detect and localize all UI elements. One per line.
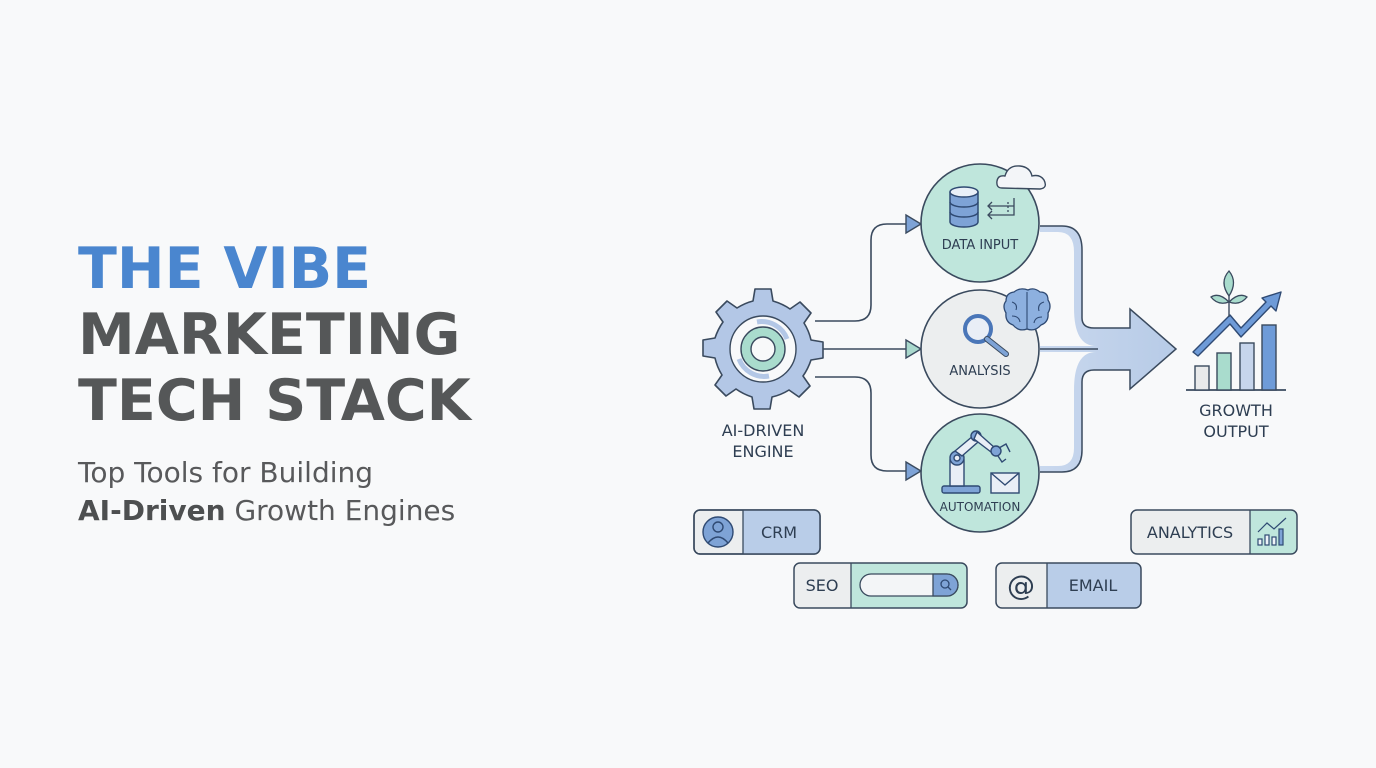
title-line-1: THE VIBE — [78, 236, 372, 302]
stage-label-analysis: ANALYSIS — [949, 364, 1010, 379]
magnifier-icon — [963, 314, 1009, 357]
title-line-3: TECH STACK — [78, 368, 471, 434]
tool-label-seo: SEO — [806, 576, 839, 595]
brain-icon — [1003, 288, 1051, 331]
tool-seo[interactable]: SEO — [793, 562, 968, 609]
subtitle: Top Tools for Building AI-Driven Growth … — [78, 454, 471, 530]
stage-label-automation: AUTOMATION — [940, 500, 1021, 514]
merge-flow-outline — [1040, 225, 1178, 473]
connector-to-automation — [815, 376, 908, 472]
output-label-line2: OUTPUT — [1203, 422, 1268, 441]
connector-to-data-input — [815, 223, 908, 322]
output-label-line1: GROWTH — [1199, 401, 1273, 420]
growth-chart-icon — [1186, 270, 1286, 391]
analytics-chart-icon — [1257, 517, 1287, 546]
merge-flow-arrow — [1040, 226, 1176, 472]
title-block: THE VIBE MARKETING TECH STACK Top Tools … — [78, 236, 471, 530]
tool-email[interactable]: @ EMAIL — [995, 562, 1142, 609]
cloud-icon — [996, 165, 1047, 190]
gear-icon — [702, 288, 824, 410]
stage-label-data-input: DATA INPUT — [942, 238, 1019, 253]
tool-label-email: EMAIL — [1069, 576, 1118, 595]
stage-data-input[interactable]: DATA INPUT — [920, 163, 1047, 283]
database-icon — [949, 186, 979, 228]
sync-arrows-icon — [987, 198, 1015, 220]
at-icon: @ — [1007, 569, 1035, 602]
envelope-icon — [990, 472, 1020, 494]
search-bar-icon — [859, 573, 959, 597]
subtitle-line-1: Top Tools for Building — [78, 456, 374, 489]
engine-label-line1: AI-DRIVEN — [722, 421, 805, 440]
engine-label-line2: ENGINE — [732, 442, 793, 461]
subtitle-rest: Growth Engines — [225, 494, 456, 527]
robot-arm-icon — [941, 430, 1011, 494]
subtitle-line-2: AI-Driven Growth Engines — [78, 492, 471, 530]
user-icon — [702, 516, 734, 548]
tool-label-analytics: ANALYTICS — [1147, 523, 1233, 542]
arrowhead-analysis — [905, 338, 923, 360]
stage-automation[interactable]: AUTOMATION — [920, 413, 1040, 533]
tool-crm[interactable]: CRM — [693, 509, 821, 555]
tool-label-crm: CRM — [761, 523, 797, 542]
arrowhead-data-input — [905, 213, 923, 235]
title-line-2: MARKETING — [78, 302, 461, 368]
arrowhead-automation — [905, 460, 923, 482]
tool-analytics[interactable]: ANALYTICS — [1130, 509, 1298, 555]
stage-analysis[interactable]: ANALYSIS — [920, 288, 1051, 409]
subtitle-bold: AI-Driven — [78, 494, 226, 527]
